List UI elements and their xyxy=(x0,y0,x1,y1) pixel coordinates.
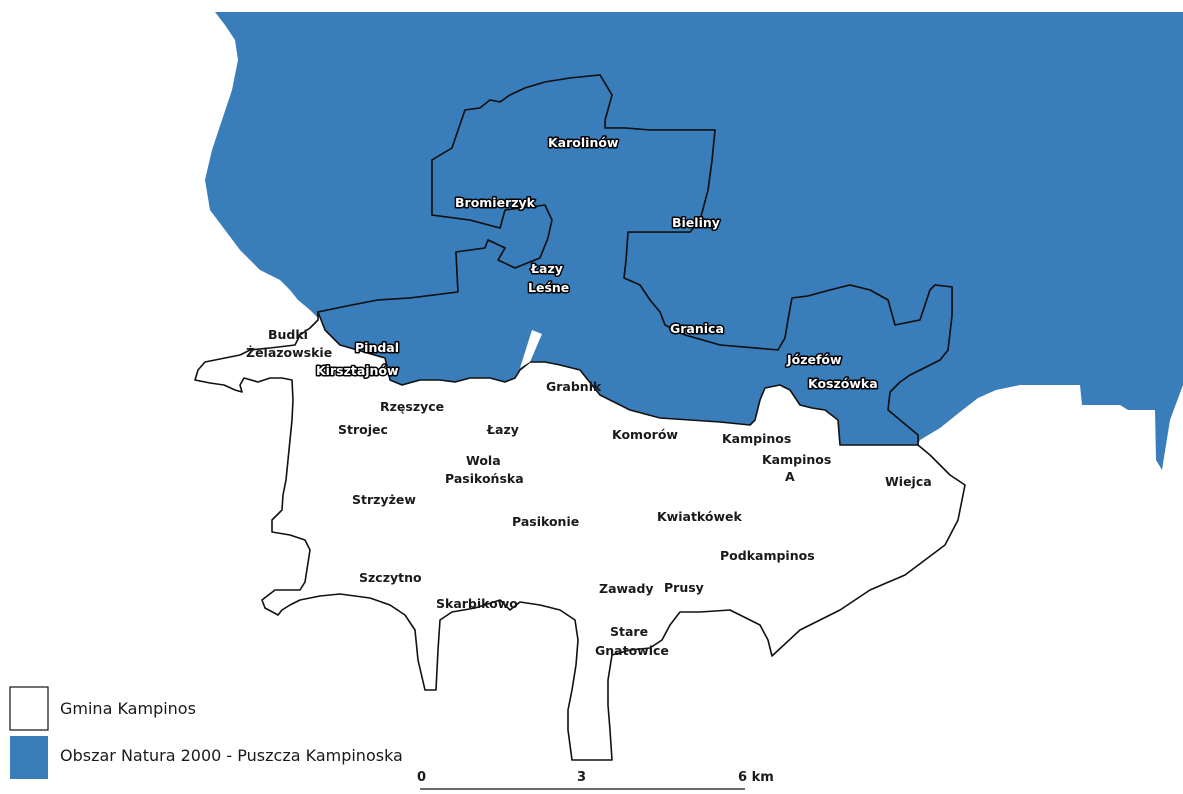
place-skarbikowo[interactable]: Skarbikowo xyxy=(436,596,518,611)
place-zawady[interactable]: Zawady xyxy=(599,581,654,596)
place-granica[interactable]: Granica xyxy=(669,320,726,338)
place-budki-line2[interactable]: Żelazowskie xyxy=(246,345,332,360)
legend-swatch-natura xyxy=(10,736,48,779)
place-kwiatkowek[interactable]: Kwiatkówek xyxy=(657,509,743,524)
place-kampinos-a-line2[interactable]: A xyxy=(785,469,795,484)
place-pindal[interactable]: Pindal xyxy=(354,339,401,357)
scale-tick-3: 3 xyxy=(577,770,586,785)
place-budki-line1[interactable]: Budki xyxy=(268,327,308,342)
place-strzyzew[interactable]: Strzyżew xyxy=(352,492,416,507)
place-kampinos-a-line1[interactable]: Kampinos xyxy=(762,452,831,467)
place-wiejca[interactable]: Wiejca xyxy=(885,474,932,489)
place-stare-line1[interactable]: Stare xyxy=(610,624,648,639)
place-karolinow[interactable]: Karolinów xyxy=(547,134,621,152)
place-komorow[interactable]: Komorów xyxy=(612,427,678,442)
place-koszowka[interactable]: Koszówka xyxy=(807,375,880,393)
place-grabnik[interactable]: Grabnik xyxy=(546,379,602,394)
place-kampinos[interactable]: Kampinos xyxy=(722,431,791,446)
legend-label-natura: Obszar Natura 2000 - Puszcza Kampinoska xyxy=(60,746,403,765)
place-pasikonie[interactable]: Pasikonie xyxy=(512,514,579,529)
place-podkampinos[interactable]: Podkampinos xyxy=(720,548,815,563)
legend-swatch-gmina xyxy=(9,686,49,731)
place-lazy-lesne-line1[interactable]: Łazy xyxy=(529,260,565,278)
place-wola-line1[interactable]: Wola xyxy=(466,453,501,468)
scale-tick-6: 6 km xyxy=(738,770,774,785)
place-szczytno[interactable]: Szczytno xyxy=(359,570,422,585)
place-kirsztajnow[interactable]: Kirsztajnów xyxy=(315,362,401,380)
place-bieliny[interactable]: Bieliny xyxy=(671,214,722,232)
place-lazy-lesne-line2[interactable]: Leśne xyxy=(527,279,571,297)
place-prusy[interactable]: Prusy xyxy=(664,580,704,595)
legend: Gmina Kampinos Obszar Natura 2000 - Pusz… xyxy=(9,686,403,779)
scale-bar: 0 3 6 km xyxy=(417,770,774,790)
place-bromierzyk[interactable]: Bromierzyk xyxy=(454,194,538,212)
place-wola-line2[interactable]: Pasikońska xyxy=(445,471,524,486)
place-strojec[interactable]: Strojec xyxy=(338,422,388,437)
natura-overlap-area xyxy=(317,74,953,446)
place-jozefow[interactable]: Józefów xyxy=(785,351,844,369)
gmina-notch xyxy=(520,330,542,368)
scale-tick-0: 0 xyxy=(417,770,426,785)
place-stare-line2[interactable]: Gnatowice xyxy=(595,643,669,658)
legend-label-gmina: Gmina Kampinos xyxy=(60,699,196,718)
place-rzeszyce[interactable]: Rzęszyce xyxy=(380,399,444,414)
place-lazy[interactable]: Łazy xyxy=(486,422,519,437)
